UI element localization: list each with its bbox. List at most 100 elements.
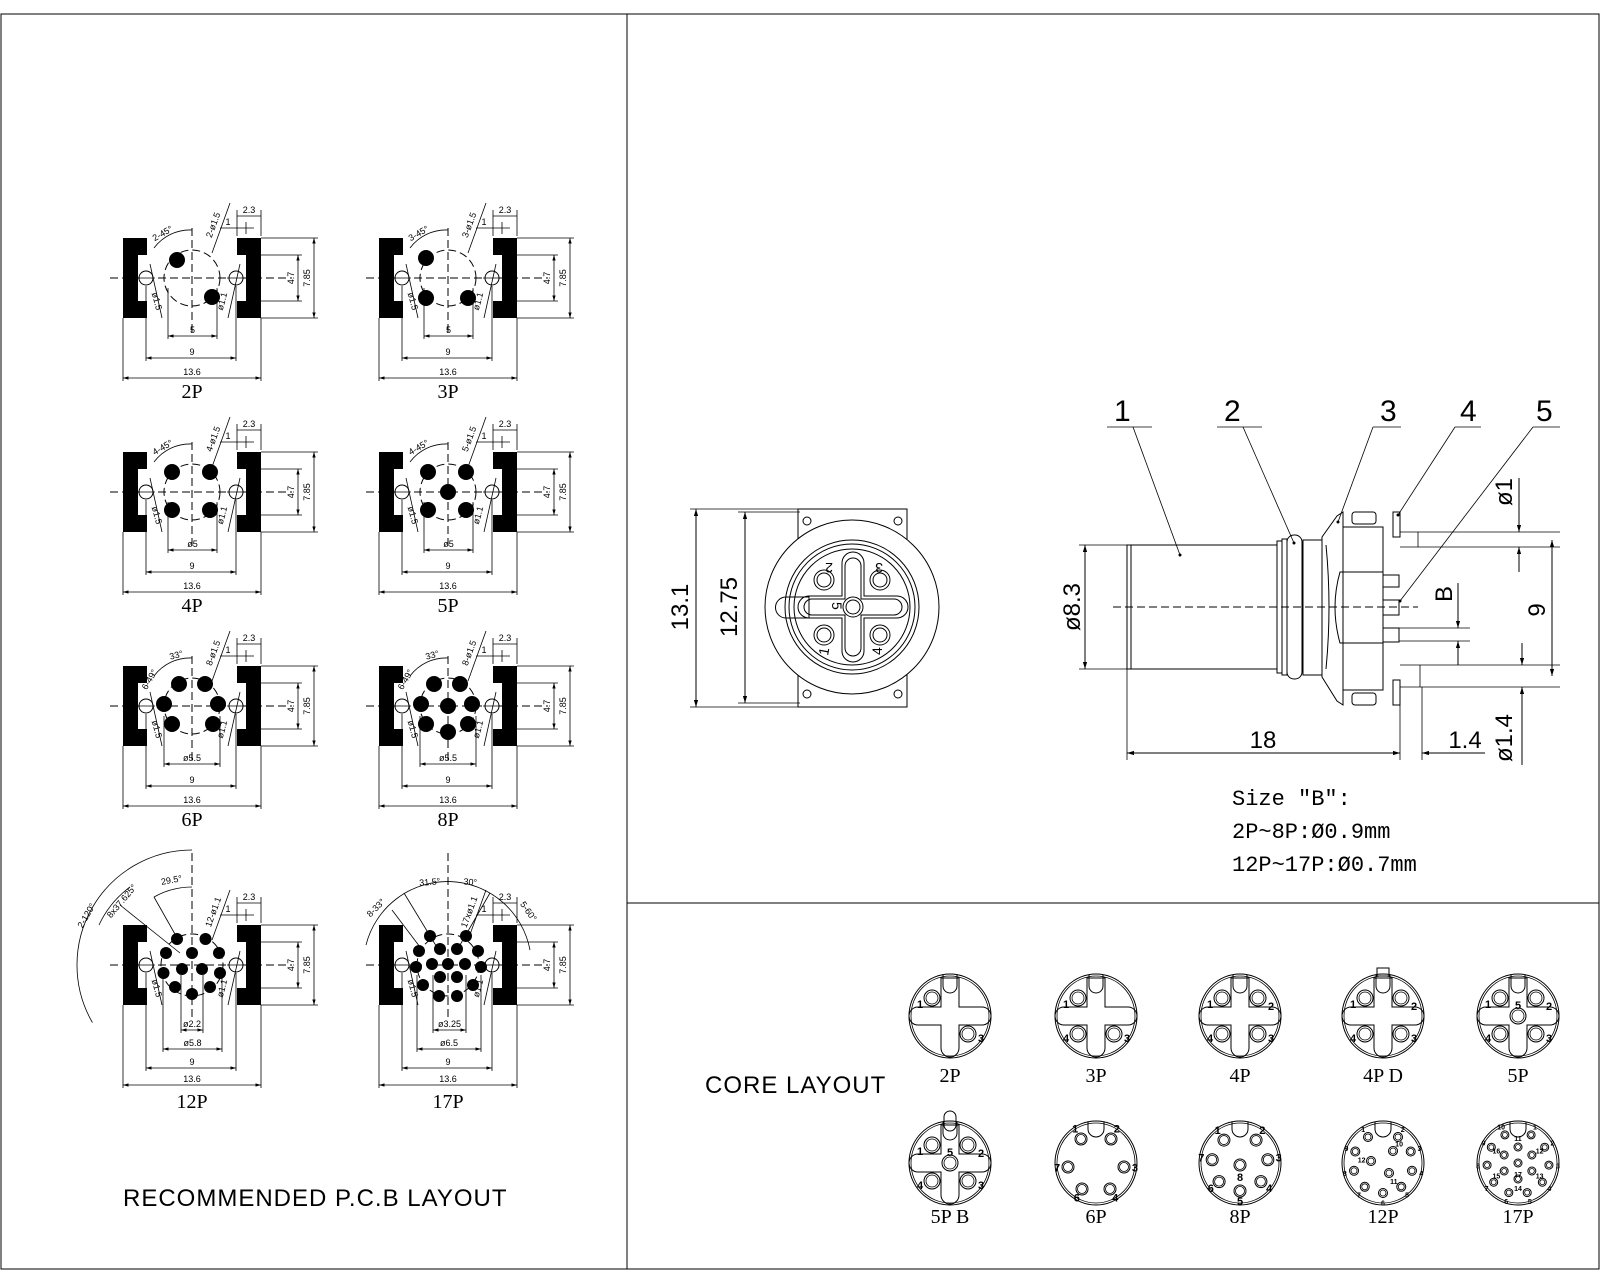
core-layout-label: 12P <box>1367 1206 1398 1228</box>
pin-hole <box>1527 1025 1545 1043</box>
sheet-frame <box>0 13 1600 1270</box>
callout-4: 4 <box>1396 395 1481 517</box>
pin-number: 1 <box>1072 1124 1078 1136</box>
pin-pad <box>452 676 468 692</box>
width-dim: 13.6 <box>439 581 457 591</box>
pin-number: 3 <box>1124 1033 1130 1045</box>
pin-number: 5 <box>1515 1000 1521 1012</box>
pin-pad <box>160 947 172 959</box>
pin-pad <box>164 502 180 518</box>
pin-pad <box>205 716 221 732</box>
insert-outline <box>908 973 992 1059</box>
offset-dim: 1 <box>481 217 486 227</box>
angle-label: 33° <box>168 648 184 661</box>
pin-number: 1 <box>917 1146 923 1158</box>
pin-pad <box>418 716 434 732</box>
pin-number: 3 <box>1268 1033 1274 1045</box>
pin-number: 8 <box>1237 1172 1243 1184</box>
inner-height-dim: 4.7 <box>542 700 552 713</box>
core-layout-label: 3P <box>1085 1065 1106 1087</box>
pin-hole <box>1104 1132 1118 1146</box>
width-dim: 13.6 <box>183 367 201 377</box>
pin-pad <box>186 988 198 1000</box>
pin-hole <box>1249 989 1267 1007</box>
offset-dim: 1 <box>225 431 230 441</box>
pitch-dim: 9 <box>445 347 450 357</box>
outer-height-dim: 7.85 <box>302 697 312 715</box>
dim-pin-bottom-diameter: ø1.4 <box>1491 714 1518 762</box>
callout-label: 2 <box>1224 395 1241 428</box>
pin-number: 4 <box>1547 1186 1551 1193</box>
pitch-dim: 9 <box>189 1057 194 1067</box>
width-dim: 13.6 <box>183 581 201 591</box>
edge-width-dim: 2.3 <box>243 892 256 902</box>
pin-hole <box>1392 1025 1410 1043</box>
outer-height-dim: 7.85 <box>558 697 568 715</box>
outer-height-dim: 7.85 <box>302 956 312 974</box>
pin-pad <box>464 696 480 712</box>
dim-inner-height: 12.75 <box>716 577 743 637</box>
dim-length: 18 <box>1250 727 1277 754</box>
pin-pad <box>418 290 434 306</box>
pitch-circle <box>163 463 221 521</box>
offset-dim: 1 <box>225 645 230 655</box>
pin-hole <box>1356 1025 1374 1043</box>
callout-label: 1 <box>1114 395 1131 428</box>
pin-number: 5 <box>947 1147 953 1159</box>
pcb-layout-label: 6P <box>181 809 202 831</box>
pin-hole <box>1233 1158 1247 1172</box>
inner-diameter-dim: ø6.5 <box>440 1038 458 1048</box>
callout-3: 3 <box>1336 395 1401 524</box>
inner-height-dim: 4.7 <box>542 486 552 499</box>
hole-right-diameter: ø1.1 <box>471 719 485 739</box>
pin-pad <box>467 979 479 991</box>
edge-width-dim: 2.3 <box>243 633 256 643</box>
pcb-layout-label: 12P <box>176 1091 207 1113</box>
pin-pad <box>199 933 212 945</box>
pin-hole <box>1212 1175 1226 1189</box>
hole-left-diameter: ø1.5 <box>406 291 420 311</box>
edge-width-dim: 2.3 <box>243 205 256 215</box>
pin-number: 12 <box>1358 1157 1366 1164</box>
front-pin-holes <box>813 569 891 646</box>
core-layout-label: 2P <box>939 1065 960 1087</box>
pin-pad <box>213 947 225 959</box>
pin-number: 6 <box>1208 1183 1214 1195</box>
pin-hole <box>1061 1160 1075 1174</box>
pin-number: 10 <box>1395 1142 1403 1149</box>
pin-pad <box>458 502 474 518</box>
callout-label: 4 <box>1460 395 1477 428</box>
hole-left-diameter: ø1.5 <box>406 719 420 739</box>
pin-pad <box>164 464 180 480</box>
pin-pad <box>176 963 188 975</box>
pin-number: 4 <box>1485 1033 1492 1045</box>
pin-pad <box>171 933 183 945</box>
pitch-dim: 9 <box>189 347 194 357</box>
pin-number: 1 <box>1215 1125 1221 1137</box>
core-layout-label: 17P <box>1502 1206 1533 1228</box>
pin-number: 6 <box>1504 1199 1508 1206</box>
pin-hole <box>1491 1025 1509 1043</box>
pin-pad <box>440 724 456 740</box>
dim-pin-top-diameter: ø1 <box>1491 478 1518 506</box>
pin-hole <box>1213 1025 1231 1043</box>
pin-number: 3 <box>1276 1152 1282 1164</box>
edge-width-dim: 2.3 <box>499 205 512 215</box>
outer-height-dim: 7.85 <box>302 269 312 287</box>
offset-dim: 1 <box>225 217 230 227</box>
pin-number: 1 <box>1485 999 1491 1011</box>
angle-label: 33° <box>424 648 440 661</box>
pin-number: 3 <box>1556 1164 1560 1171</box>
pin-hole <box>1233 1184 1247 1198</box>
pin-pad <box>202 502 218 518</box>
pin-hole <box>923 1172 941 1190</box>
insert-outline <box>1054 1120 1138 1206</box>
pin-hole <box>1249 1133 1263 1147</box>
pin-number: 3 <box>1418 1146 1422 1153</box>
angle-label: 8-33° <box>365 896 388 919</box>
pin-number: 7 <box>1485 1186 1489 1193</box>
pin-number: 2 <box>978 1148 984 1160</box>
